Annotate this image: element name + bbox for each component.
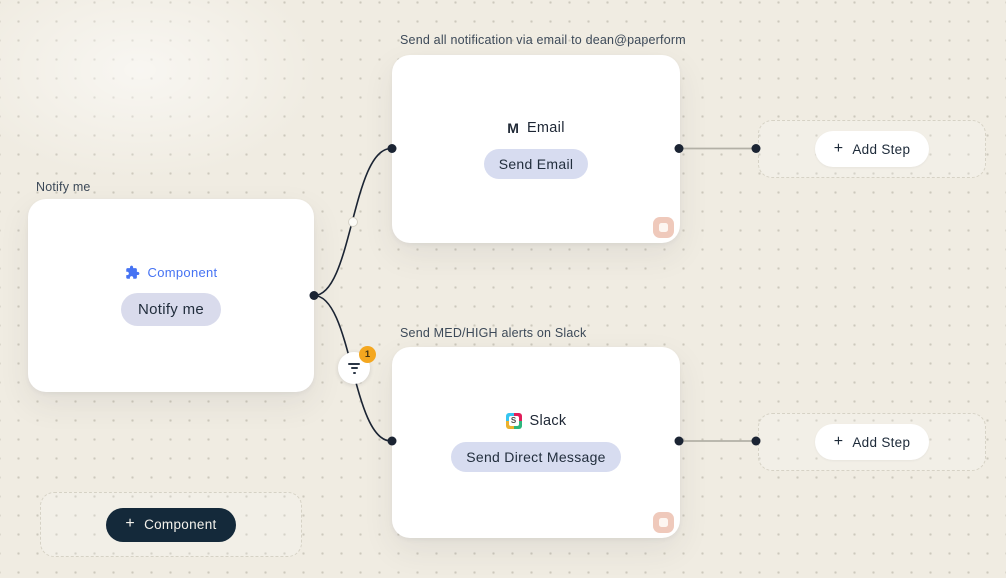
filter-icon [348, 362, 360, 365]
plus-icon: + [833, 432, 844, 450]
notify-node-card[interactable]: Component Notify me [28, 199, 314, 392]
component-placeholder: + Component [40, 492, 302, 557]
email-node-title-row: M Email [507, 120, 564, 136]
notify-node-caption: Notify me [36, 180, 91, 194]
filter-count-badge: 1 [359, 346, 376, 363]
add-component-label: Component [144, 517, 217, 532]
slack-node-title-row: S Slack [505, 413, 567, 429]
email-node-card[interactable]: M Email Send Email [392, 55, 680, 243]
puzzle-icon [125, 265, 139, 279]
canvas-highlight [0, 0, 320, 180]
add-step-placeholder-top: + Add Step [758, 120, 986, 178]
stop-icon[interactable] [653, 217, 674, 238]
email-node-pill[interactable]: Send Email [483, 148, 589, 179]
slack-node-caption: Send MED/HIGH alerts on Slack [400, 326, 587, 340]
notify-node-kind-label: Component [147, 265, 218, 280]
email-node-title: Email [526, 119, 565, 136]
gmail-icon: M [507, 119, 519, 136]
plus-icon: + [125, 515, 136, 532]
add-step-label: Add Step [852, 434, 911, 450]
notify-node-pill[interactable]: Notify me [120, 293, 222, 326]
add-component-button[interactable]: + Component [106, 507, 236, 542]
stop-icon[interactable] [653, 512, 674, 533]
slack-node-title: Slack [529, 413, 567, 429]
slack-node-card[interactable]: S Slack Send Direct Message [392, 347, 680, 538]
wire-midpoint-handle[interactable] [348, 217, 358, 227]
add-step-button-bottom[interactable]: + Add Step [814, 424, 930, 460]
plus-icon: + [833, 139, 844, 157]
add-step-label: Add Step [852, 141, 911, 157]
slack-node-pill[interactable]: Send Direct Message [451, 442, 621, 472]
add-step-placeholder-bottom: + Add Step [758, 413, 986, 471]
slack-icon: S [505, 413, 522, 429]
notify-node-kind-row: Component [125, 265, 218, 280]
email-node-caption: Send all notification via email to dean@… [400, 33, 686, 47]
add-step-button-top[interactable]: + Add Step [814, 131, 930, 167]
